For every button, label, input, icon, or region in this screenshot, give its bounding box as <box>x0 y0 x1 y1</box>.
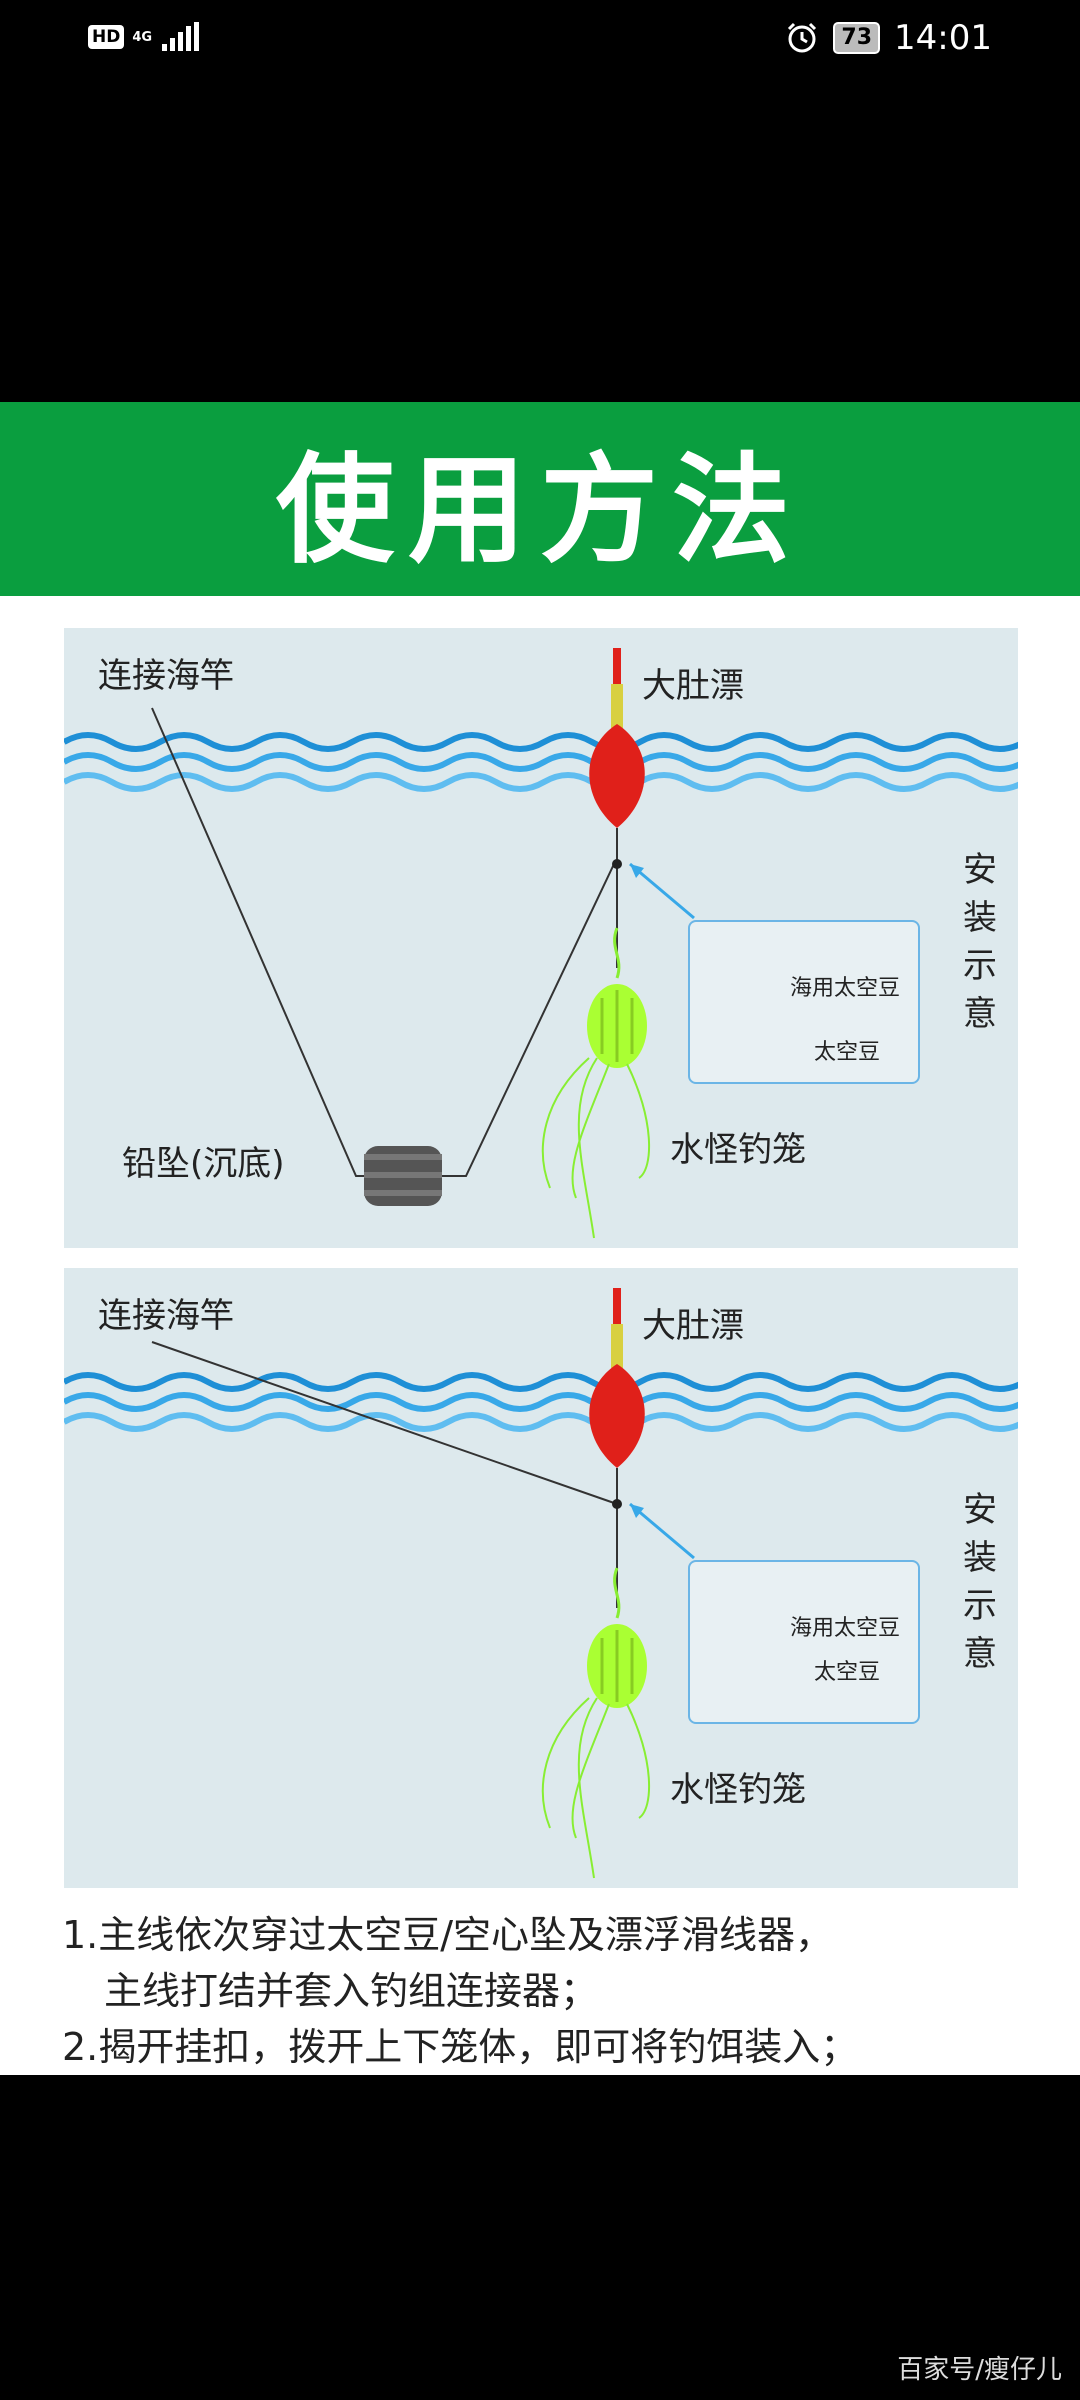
instructions: 1.主线依次穿过太空豆/空心坠及漂浮滑线器， 主线打结并套入钓组连接器； 2.揭… <box>62 1907 1042 2075</box>
status-bar: HD 4G 73 14:01 <box>0 0 1080 80</box>
status-left: HD 4G <box>88 22 200 52</box>
sinker-label: 铅坠(沉底) <box>122 1144 285 1184</box>
inset-box: 海用太空豆 太空豆 <box>688 1560 920 1724</box>
bait-cage-icon <box>541 1567 651 1879</box>
article-image[interactable]: 使用方法 <box>0 402 1080 2075</box>
status-right: 73 14:01 <box>785 18 992 58</box>
diagram-bottom: 连接海竿 大肚漂 水怪钓笼 安装示意 海用太空豆 太空豆 <box>64 1268 1018 1888</box>
alarm-icon <box>788 22 817 53</box>
banner-title: 使用方法 <box>275 440 804 579</box>
water-waves <box>64 1372 1018 1432</box>
clock: 14:01 <box>894 18 992 58</box>
inset-label-1: 海用太空豆 <box>790 1616 901 1641</box>
rod-label: 连接海竿 <box>98 1296 234 1336</box>
inset-label-1: 海用太空豆 <box>790 976 901 1001</box>
banner: 使用方法 <box>0 402 1080 596</box>
sinker-icon <box>364 1146 442 1206</box>
float-label: 大肚漂 <box>642 1306 744 1346</box>
hd-icon: HD <box>88 25 125 49</box>
bait-cage-icon <box>541 927 651 1239</box>
instruction-2: 2.揭开挂扣，拨开上下笼体，即可将钓饵装入； <box>62 2025 859 2069</box>
float-icon <box>589 648 645 968</box>
install-label: 安装示意 <box>963 850 997 1034</box>
diagram-top: 连接海竿 大肚漂 铅坠(沉底) 水怪钓笼 安装示意 海用太空豆 太空豆 <box>64 628 1018 1248</box>
instruction-1b: 主线打结并套入钓组连接器； <box>104 1969 599 2013</box>
instruction-1: 1.主线依次穿过太空豆/空心坠及漂浮滑线器， <box>62 1913 834 1957</box>
diagram-top-graphic <box>64 648 1018 1239</box>
watermark: 百家号/瘦仔儿 <box>897 2355 1062 2385</box>
main-line <box>151 1341 618 1505</box>
float-label: 大肚漂 <box>642 666 744 706</box>
water-waves <box>64 732 1018 792</box>
cage-label: 水怪钓笼 <box>670 1130 806 1170</box>
cage-label: 水怪钓笼 <box>670 1770 806 1810</box>
network-type: 4G <box>132 29 153 45</box>
inset-label-2: 太空豆 <box>814 1040 881 1065</box>
signal-icon <box>162 22 200 51</box>
inset-box: 海用太空豆 太空豆 <box>688 920 920 1084</box>
rod-label: 连接海竿 <box>98 656 234 696</box>
inset-label-2: 太空豆 <box>814 1660 881 1685</box>
install-label: 安装示意 <box>963 1490 997 1674</box>
battery-indicator: 73 <box>833 22 881 54</box>
float-icon <box>589 1288 645 1608</box>
